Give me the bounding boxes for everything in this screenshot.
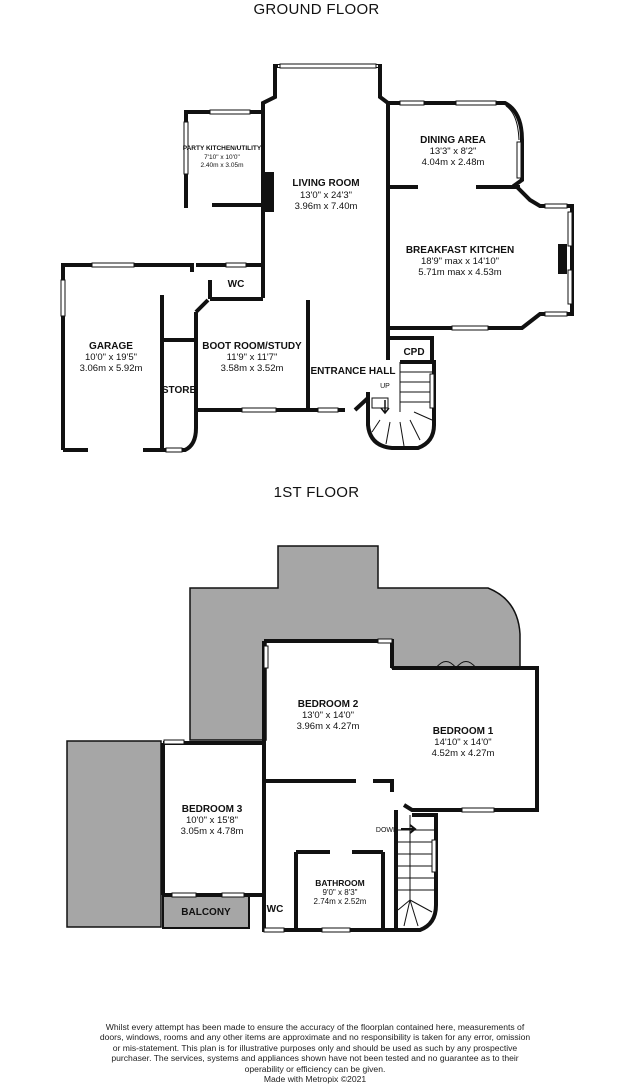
breakfast-kitchen-metric: 5.71m max x 4.53m: [418, 267, 502, 278]
ground-stairs: [366, 360, 436, 450]
boot-room-metric: 3.58m x 3.52m: [221, 363, 284, 374]
roof-area-main: [189, 545, 521, 741]
party-kitchen-imperial: 7'10" x 10'0": [204, 154, 240, 161]
bedroom2-metric: 3.96m x 4.27m: [297, 721, 360, 732]
dining-area-imperial: 13'3" x 8'2": [430, 146, 477, 157]
first-floor-plan: [66, 545, 539, 933]
bedroom1-walls: [392, 666, 539, 812]
bedroom1-name: BEDROOM 1: [433, 726, 494, 737]
store-name: STORE: [162, 385, 197, 396]
disclaimer: Whilst every attempt has been made to en…: [95, 1022, 535, 1084]
credit-text: Made with Metropix ©2021: [263, 1074, 367, 1084]
breakfast-kitchen-imperial: 18'9" max x 14'10": [421, 256, 499, 267]
kitchen-range: [558, 244, 567, 274]
boot-room-imperial: 11'9" x 11'7": [227, 352, 278, 363]
disclaimer-text: Whilst every attempt has been made to en…: [99, 1022, 531, 1074]
garage-name: GARAGE: [89, 341, 133, 352]
first-floor-title: 1ST FLOOR: [273, 484, 360, 501]
living-room-metric: 3.96m x 7.40m: [295, 201, 358, 212]
living-room-chimney: [265, 172, 274, 212]
entrance-hall-name: ENTRANCE HALL: [311, 366, 396, 377]
cpd-name: CPD: [403, 347, 424, 358]
party-kitchen-metric: 2.40m x 3.05m: [201, 162, 244, 169]
living-room-name: LIVING ROOM: [292, 178, 359, 189]
garage-imperial: 10'0" x 19'5": [85, 352, 137, 363]
first-floor-labels: BEDROOM 2 13'0" x 14'0" 3.96m x 4.27m BE…: [181, 699, 495, 918]
bedroom3-walls: [161, 741, 266, 897]
wc-name: WC: [228, 279, 245, 290]
stairs-down-label: DOWN: [376, 827, 398, 834]
bathroom-imperial: 9'0" x 8'3": [323, 888, 358, 897]
first-floor-stairs: [396, 813, 438, 932]
dining-area-name: DINING AREA: [420, 135, 486, 146]
store-walls: [162, 410, 198, 452]
roof-area-left: [66, 740, 162, 928]
entrance-hall-walls: [308, 300, 390, 412]
bedroom2-name: BEDROOM 2: [298, 699, 359, 710]
bedroom1-metric: 4.52m x 4.27m: [432, 748, 495, 759]
bedroom2-imperial: 13'0" x 14'0": [302, 710, 354, 721]
bathroom-metric: 2.74m x 2.52m: [314, 897, 367, 906]
bedroom3-imperial: 10'0" x 15'8": [186, 815, 238, 826]
first-wc-name: WC: [267, 904, 284, 915]
boot-room-name: BOOT ROOM/STUDY: [202, 341, 302, 352]
ground-floor-plan: [60, 63, 574, 453]
garage-metric: 3.06m x 5.92m: [80, 363, 143, 374]
bedroom3-name: BEDROOM 3: [182, 804, 243, 815]
breakfast-kitchen-name: BREAKFAST KITCHEN: [406, 245, 514, 256]
stairs-up-label: UP: [380, 383, 390, 390]
living-room-imperial: 13'0" x 24'3": [300, 190, 352, 201]
bedroom3-metric: 3.05m x 4.78m: [181, 826, 244, 837]
bathroom-name: BATHROOM: [315, 878, 364, 888]
balcony-name: BALCONY: [181, 907, 231, 918]
dining-area-metric: 4.04m x 2.48m: [422, 157, 485, 168]
bedroom1-imperial: 14'10" x 14'0": [434, 737, 491, 748]
ground-floor-labels: PARTY KITCHEN/UTILITY 7'10" x 10'0" 2.40…: [80, 135, 515, 396]
ground-floor-title: GROUND FLOOR: [253, 1, 380, 18]
party-kitchen-name: PARTY KITCHEN/UTILITY: [183, 145, 262, 152]
cpd-walls: [388, 336, 434, 362]
